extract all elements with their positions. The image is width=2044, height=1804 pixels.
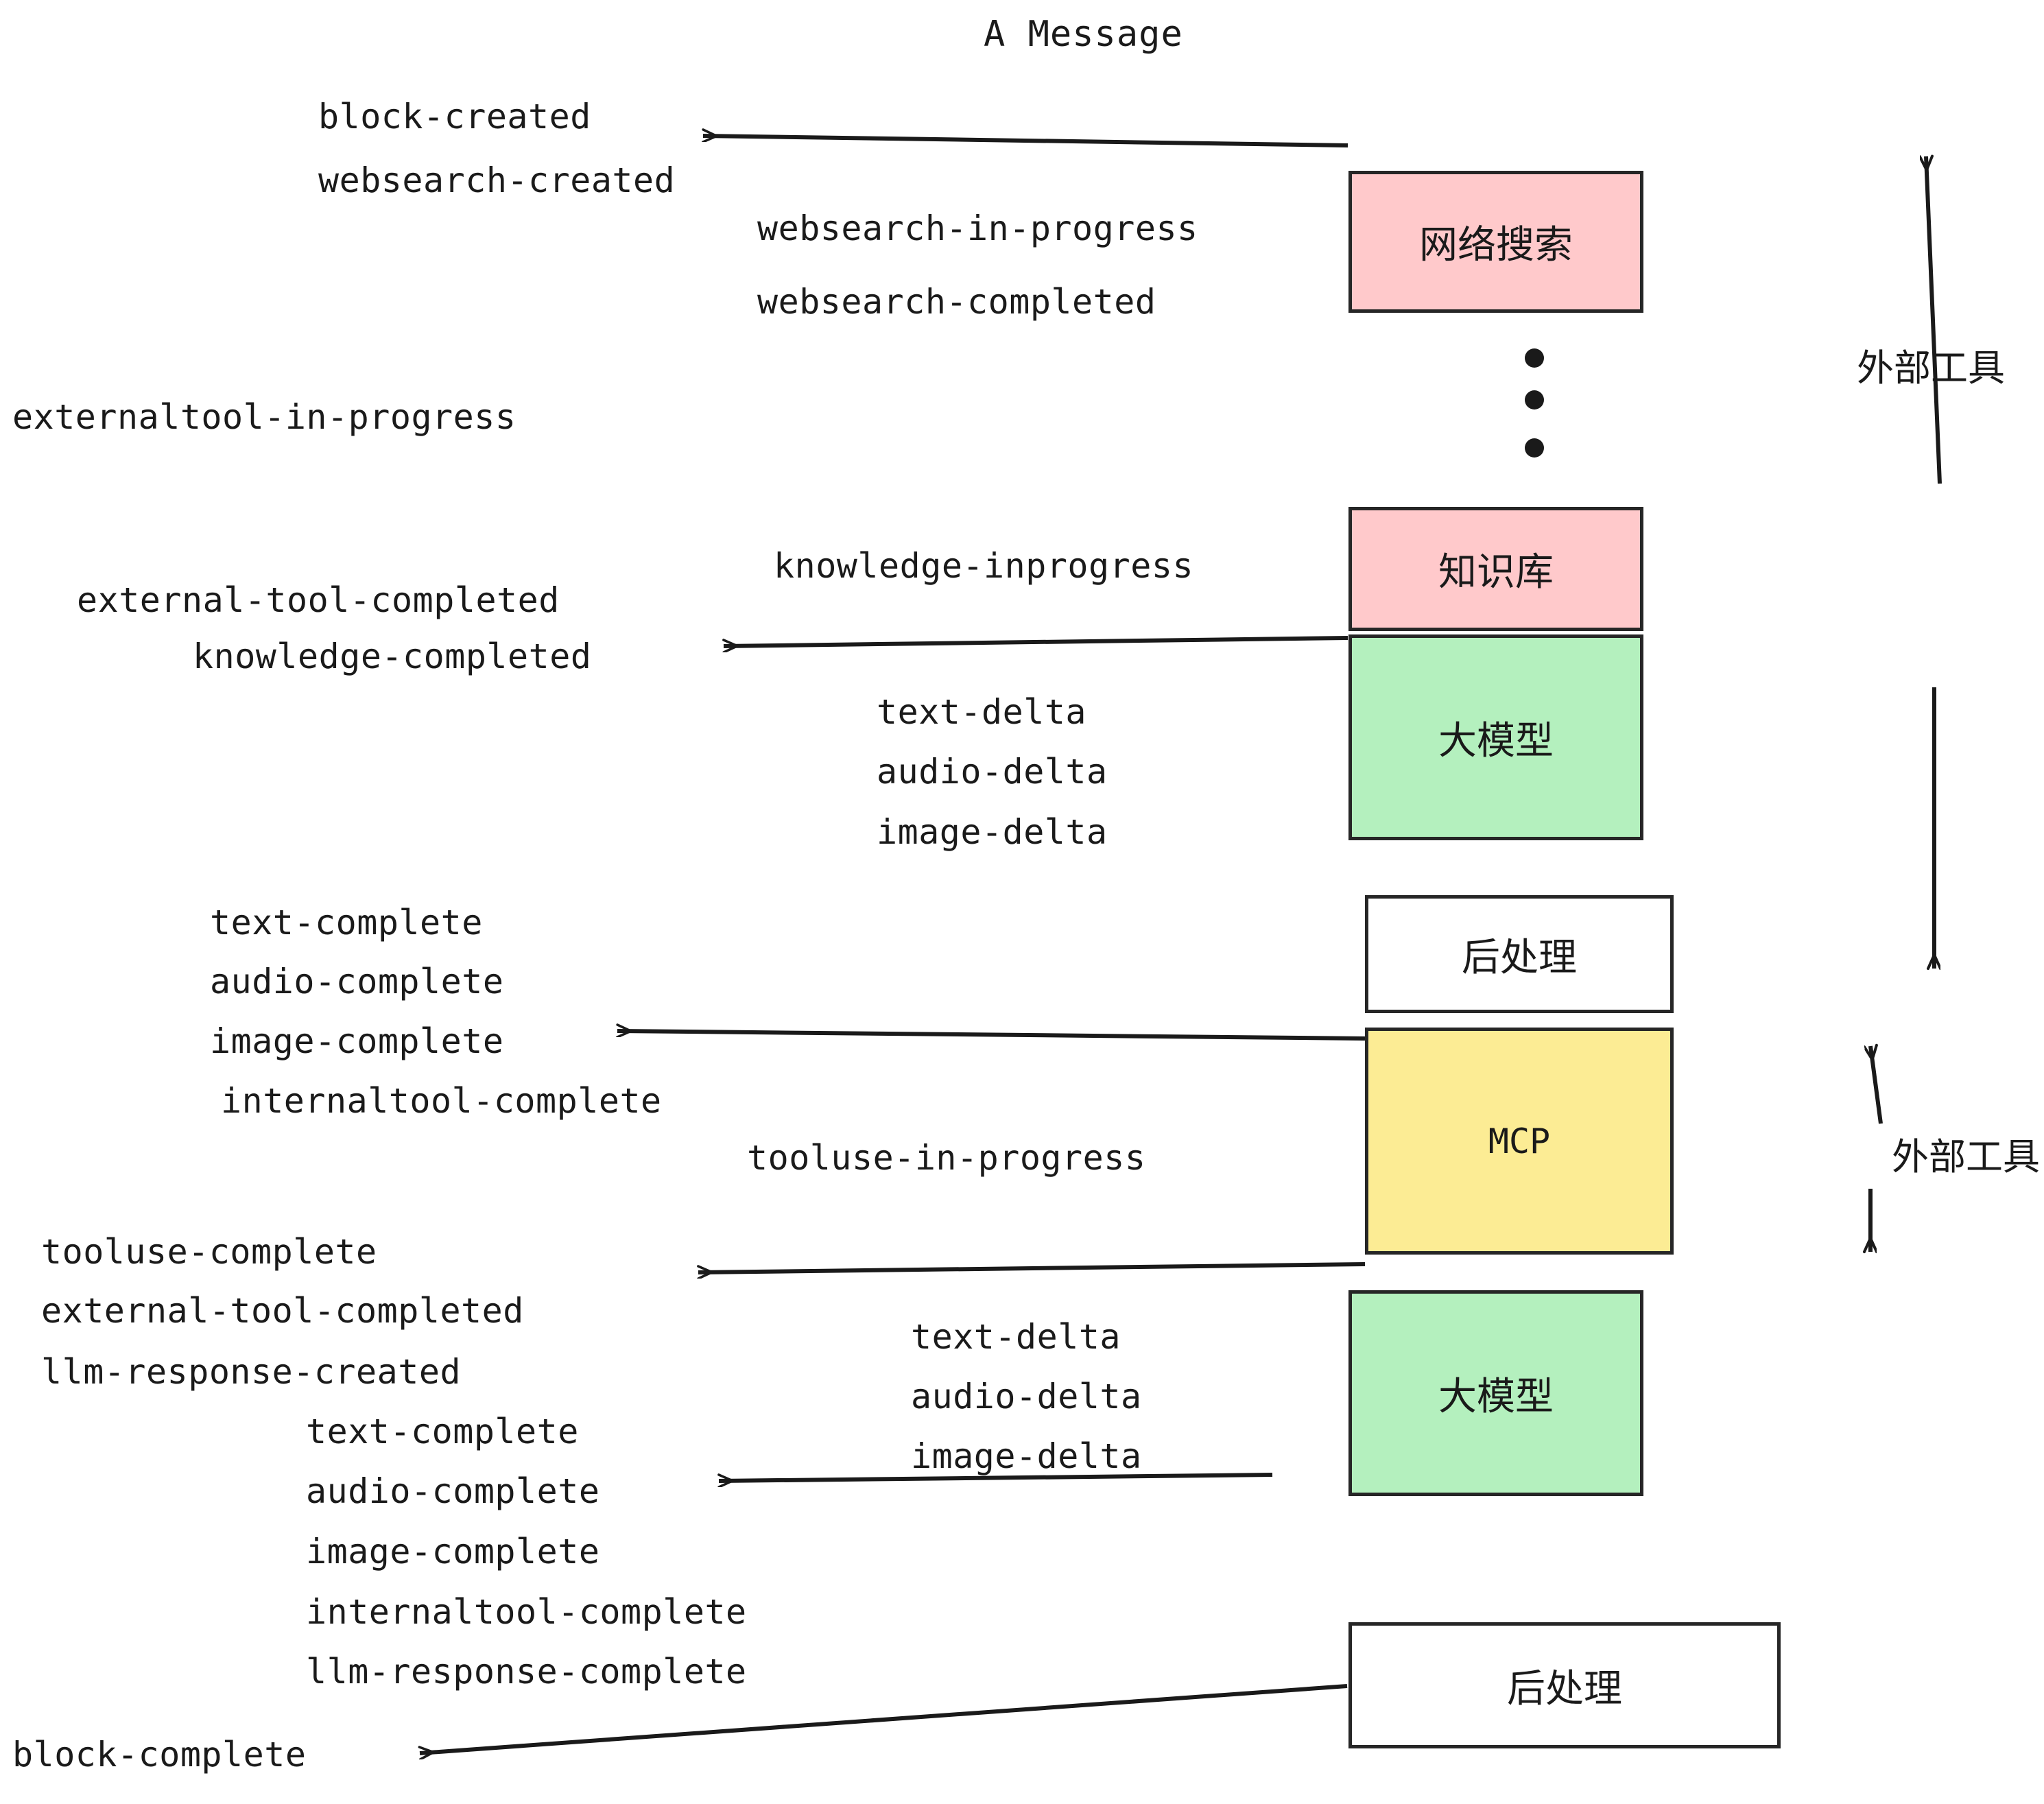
diagram-title: A Message bbox=[984, 14, 1183, 55]
flow-arrow-group bbox=[420, 136, 1366, 1753]
arrow-knowledge-completed bbox=[724, 636, 1348, 646]
external-tool-label-top: 外部工具 bbox=[1857, 346, 2005, 390]
event-image-delta-second: image-delta bbox=[911, 1436, 1142, 1476]
node-mcp[interactable]: MCP bbox=[1365, 1028, 1674, 1255]
arrow-block-complete bbox=[420, 1684, 1348, 1753]
arrow-audio-complete bbox=[719, 1473, 1273, 1481]
event-text-delta-first: text-delta bbox=[877, 692, 1087, 732]
event-block-complete: block-complete bbox=[12, 1735, 307, 1775]
event-image-complete-first: image-complete bbox=[210, 1021, 504, 1061]
event-text-complete-second: text-complete bbox=[306, 1412, 579, 1451]
event-text-complete-first: text-complete bbox=[210, 903, 483, 942]
event-llm-response-created: llm-response-created bbox=[41, 1352, 462, 1392]
node-mcp-label: MCP bbox=[1488, 1121, 1551, 1161]
external-tool-up-arrow-top bbox=[1926, 156, 1942, 484]
ellipsis-dot-1 bbox=[1525, 348, 1544, 368]
node-websearch[interactable]: 网络搜索 bbox=[1348, 171, 1643, 313]
event-websearch-in-progress: websearch-in-progress bbox=[757, 209, 1198, 248]
event-knowledge-inprogress: knowledge-inprogress bbox=[774, 546, 1194, 586]
event-externaltool-in-progress: externaltool-in-progress bbox=[12, 397, 516, 437]
event-audio-complete-first: audio-complete bbox=[210, 962, 504, 1001]
node-postprocess-first[interactable]: 后处理 bbox=[1365, 895, 1674, 1013]
external-tool-up-arrow-bottom bbox=[1870, 1046, 1883, 1124]
event-knowledge-completed: knowledge-completed bbox=[193, 637, 592, 676]
event-block-created: block-created bbox=[318, 97, 591, 137]
external-tool-label-bottom: 外部工具 bbox=[1892, 1135, 2040, 1178]
node-postprocess-second[interactable]: 后处理 bbox=[1348, 1622, 1781, 1748]
node-llm-second[interactable]: 大模型 bbox=[1348, 1290, 1643, 1496]
event-tooluse-complete: tooluse-complete bbox=[41, 1232, 377, 1272]
ellipsis-dot-2 bbox=[1525, 390, 1544, 410]
event-external-tool-completed-first: external-tool-completed bbox=[77, 580, 560, 620]
event-websearch-created: websearch-created bbox=[318, 161, 676, 200]
arrow-block-created bbox=[703, 136, 1348, 147]
node-knowledge[interactable]: 知识库 bbox=[1348, 507, 1643, 631]
event-internaltool-complete-second: internaltool-complete bbox=[306, 1592, 747, 1632]
node-knowledge-label: 知识库 bbox=[1438, 550, 1554, 595]
event-image-delta-first: image-delta bbox=[877, 812, 1108, 852]
node-websearch-label: 网络搜索 bbox=[1419, 223, 1573, 268]
ellipsis-dot-3 bbox=[1525, 438, 1544, 458]
event-audio-complete-second: audio-complete bbox=[306, 1471, 600, 1511]
node-postprocess-first-label: 后处理 bbox=[1462, 935, 1577, 980]
event-external-tool-completed-second: external-tool-completed bbox=[41, 1291, 524, 1331]
arrow-tooluse-complete bbox=[698, 1262, 1366, 1272]
node-llm-first[interactable]: 大模型 bbox=[1348, 634, 1643, 840]
event-internaltool-complete-first: internaltool-complete bbox=[221, 1081, 662, 1121]
node-postprocess-second-label: 后处理 bbox=[1507, 1666, 1622, 1711]
side-arrow-group bbox=[1870, 156, 1942, 1252]
node-llm-second-label: 大模型 bbox=[1438, 1374, 1554, 1419]
arrow-image-complete bbox=[617, 1031, 1366, 1041]
event-websearch-completed: websearch-completed bbox=[757, 282, 1156, 322]
event-image-complete-second: image-complete bbox=[306, 1532, 600, 1571]
event-audio-delta-second: audio-delta bbox=[911, 1377, 1142, 1416]
event-llm-response-complete: llm-response-complete bbox=[306, 1652, 747, 1692]
event-audio-delta-first: audio-delta bbox=[877, 752, 1108, 792]
event-tooluse-in-progress: tooluse-in-progress bbox=[747, 1138, 1146, 1178]
event-text-delta-second: text-delta bbox=[911, 1317, 1121, 1357]
node-llm-first-label: 大模型 bbox=[1438, 718, 1554, 763]
ellipsis-dots bbox=[1525, 348, 1544, 458]
